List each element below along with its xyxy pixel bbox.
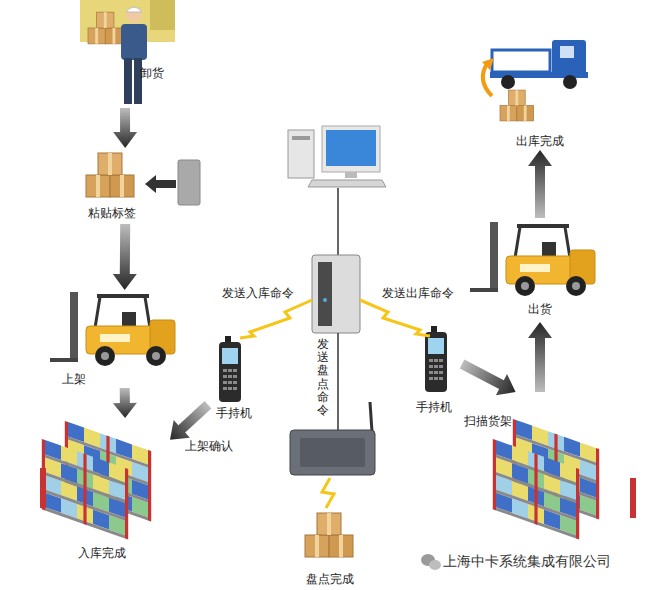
stage-node: 卸货 xyxy=(78,2,178,108)
flow-arrow xyxy=(113,388,137,418)
stage-caption: 上架 xyxy=(62,372,86,386)
watermark: 上海中卡系统集成有限公司 xyxy=(443,553,611,569)
stage-caption: 粘贴标签 xyxy=(88,206,136,220)
edge-label: 上架确认 xyxy=(183,439,235,453)
flow-arrow xyxy=(170,401,211,440)
flow-arrow xyxy=(113,224,137,290)
stage-node: 上架 xyxy=(48,290,178,388)
stage-caption: 手持机 xyxy=(416,400,452,414)
stage-caption: 手持机 xyxy=(216,406,252,420)
stage-caption: 卸货 xyxy=(140,66,164,80)
flow-arrow xyxy=(113,108,137,148)
stage-node: 粘贴标签 xyxy=(82,148,142,224)
stage-caption: 出货 xyxy=(528,302,552,316)
stage-node: 入库完成 xyxy=(38,418,170,563)
stage-node: 扫描货架 xyxy=(464,392,642,542)
stage-caption: 盘点完成 xyxy=(306,572,354,586)
stage-caption: 入库完成 xyxy=(78,546,126,560)
stage-caption: 扫描货架 xyxy=(464,414,512,428)
stage-node: 盘点完成 xyxy=(290,492,370,588)
stage-node: 手持机 xyxy=(208,336,260,422)
command-label: 发送盘点命令 xyxy=(317,338,329,417)
flow-arrow xyxy=(528,322,552,392)
stage-node: 出货 xyxy=(468,218,593,322)
command-label: 发送入库命令 xyxy=(222,286,294,300)
stage-node: 出库完成 xyxy=(478,28,590,150)
stage-node: 手持机 xyxy=(412,328,462,418)
command-label: 发送出库命令 xyxy=(382,286,454,300)
flow-arrow xyxy=(528,150,552,218)
stage-caption: 出库完成 xyxy=(516,134,564,148)
flow-arrow xyxy=(460,360,516,396)
